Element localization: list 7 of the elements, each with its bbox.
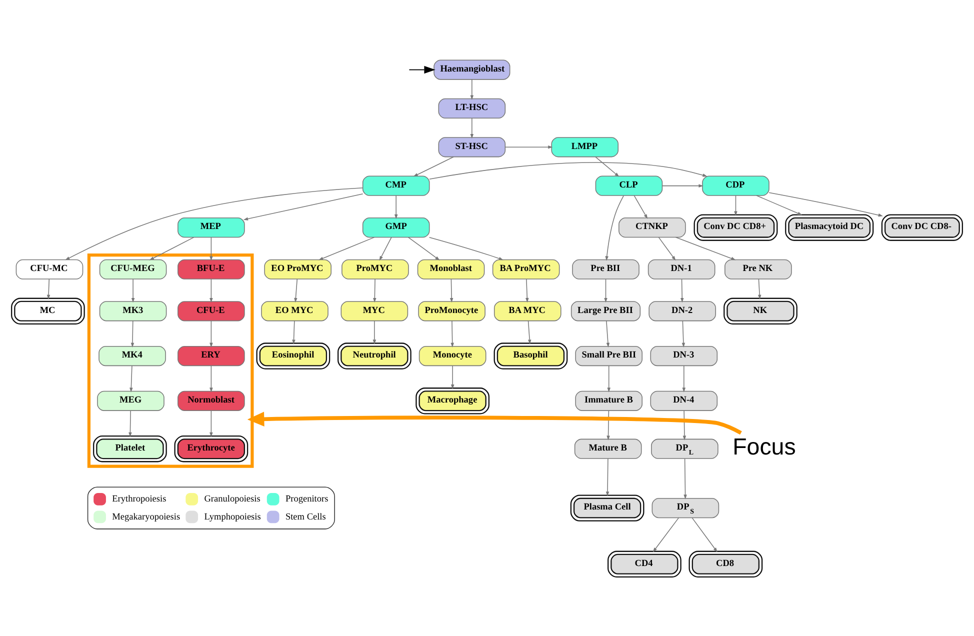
legend-label: Megakaryopoiesis: [112, 512, 180, 522]
legend-label: Stem Cells: [285, 512, 326, 522]
legend-label: Erythropoiesis: [112, 494, 166, 504]
legend-label: Granulopoiesis: [204, 494, 260, 504]
legend-label: Lymphopoiesis: [204, 512, 261, 522]
legend-label: Progenitors: [285, 494, 328, 504]
node-text: Focus: [732, 433, 796, 460]
